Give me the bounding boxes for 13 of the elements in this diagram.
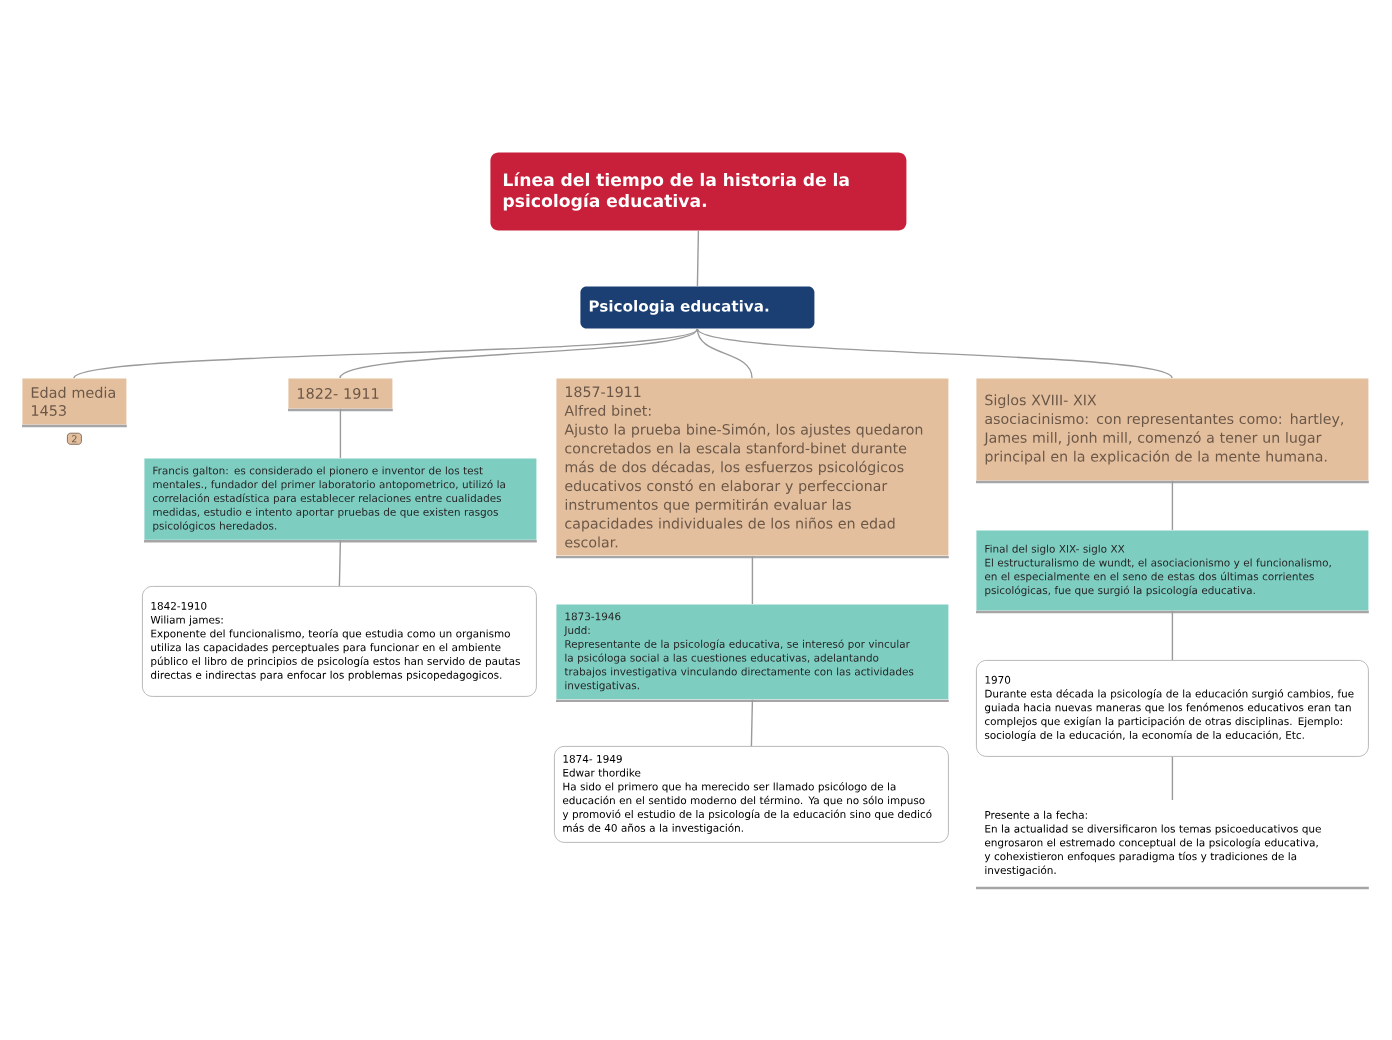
connector-line [1171,756,1174,801]
connector-line [1171,480,1174,531]
connector-line [339,408,342,459]
connector-line [696,328,1173,379]
connector-line [750,699,754,747]
connector-line [1171,610,1174,661]
connector-line [339,328,699,379]
connector-line [696,230,700,287]
connector-line [751,555,754,605]
connector-line [338,539,342,587]
connector-line [696,328,753,379]
title-box: Línea del tiempo de la historia de la psicología educativa. [490,152,907,231]
connector-line [73,328,699,379]
